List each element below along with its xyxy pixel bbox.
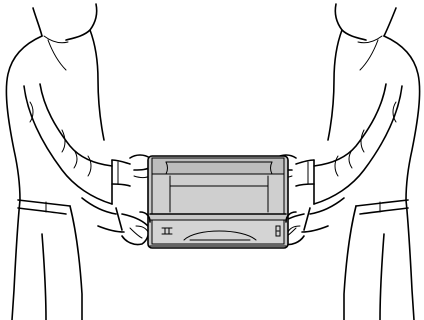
- right-person: [274, 4, 420, 320]
- left-person: [6, 4, 152, 320]
- printer: [148, 156, 288, 248]
- printer-top-cover: [152, 158, 284, 174]
- printer-front-panel: [152, 174, 284, 214]
